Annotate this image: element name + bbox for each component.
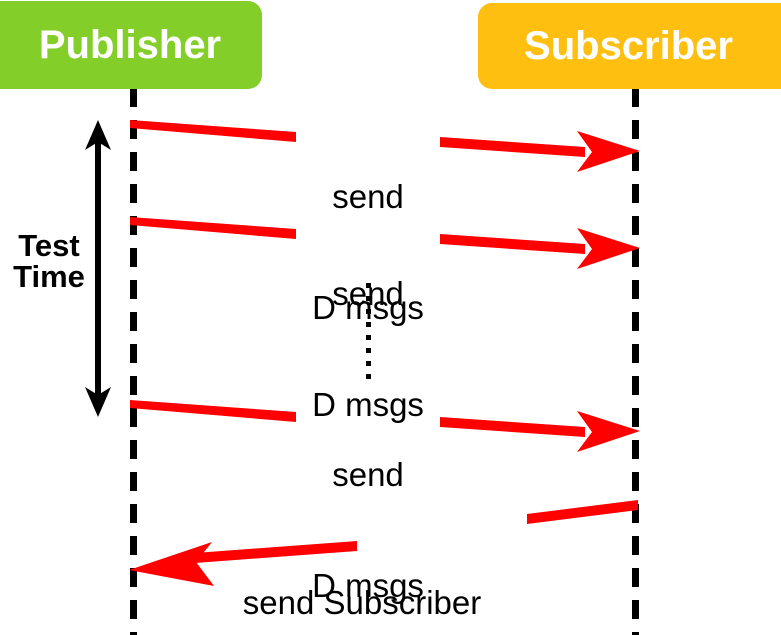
message-arrow-1 — [130, 120, 640, 172]
message-arrow-1-head-icon — [577, 131, 640, 172]
participant-subscriber-label: Subscriber — [524, 23, 733, 68]
message-label-1-line2: D msgs — [312, 289, 424, 326]
message-label-3-line1: send — [332, 456, 404, 493]
message-arrow-2-left-segment — [130, 217, 296, 239]
test-time-arrow-head-up-icon — [85, 120, 111, 150]
message-arrow-2 — [130, 217, 640, 269]
message-arrow-3 — [130, 400, 640, 452]
message-arrow-3-right-segment — [440, 417, 585, 437]
message-label-3: send D msgs — [268, 382, 468, 635]
message-label-1: send D msgs — [268, 104, 468, 400]
test-time-arrow — [85, 120, 111, 417]
test-time-label: Test Time — [4, 230, 94, 292]
message-arrow-1-right-segment — [440, 137, 585, 157]
message-label-2-line1: send — [332, 275, 404, 312]
message-arrow-4-left-segment — [195, 541, 357, 563]
message-arrow-3-head-icon — [577, 411, 640, 452]
test-time-arrow-head-down-icon — [85, 387, 111, 417]
message-arrow-4-head-icon — [129, 542, 214, 586]
participant-publisher[interactable]: Publisher — [0, 1, 262, 89]
test-time-label-line1: Test — [18, 228, 80, 263]
message-label-3-line2: D msgs — [312, 567, 424, 604]
participant-publisher-label: Publisher — [38, 22, 222, 67]
participant-subscriber[interactable]: Subscriber — [478, 3, 781, 89]
message-arrow-2-right-segment — [440, 234, 585, 254]
message-arrow-4 — [129, 500, 638, 586]
message-label-4: send Subscriber Results — [212, 510, 512, 635]
message-label-2: send D msgs — [268, 201, 468, 497]
message-arrow-3-left-segment — [130, 400, 296, 422]
message-label-2-line2: D msgs — [312, 386, 424, 423]
message-label-4-line1: send Subscriber — [242, 584, 482, 621]
message-arrow-4-right-segment — [527, 500, 638, 524]
message-label-1-line1: send — [332, 178, 404, 215]
message-arrow-1-left-segment — [130, 120, 296, 142]
message-arrow-2-head-icon — [577, 228, 640, 269]
test-time-label-line2: Time — [13, 259, 85, 294]
